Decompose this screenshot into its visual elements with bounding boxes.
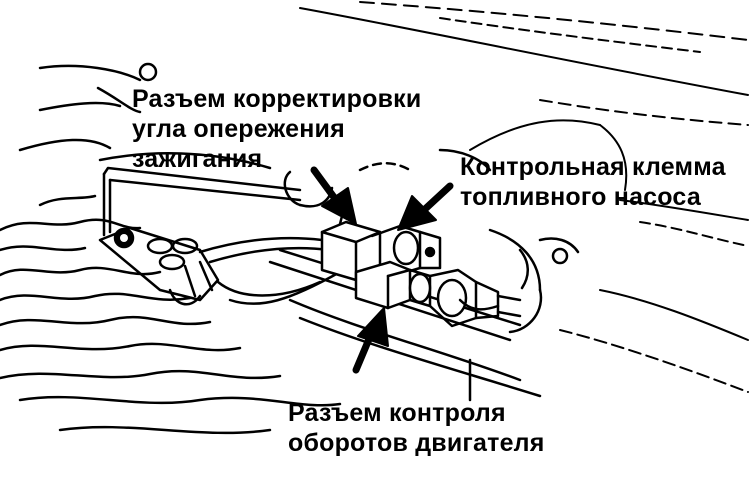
ignition-timing-connector-label: Разъем корректировки угла опережения заж… [132,84,421,174]
frame-tube [98,152,302,237]
fuel-pump-terminal-label: Контрольная клемма топливного насоса [460,152,726,212]
lower-connector [354,260,522,328]
right-bolts [518,237,580,290]
fuel-pump-label-line-2: топливного насоса [460,183,701,211]
engine-speed-label-line-1: Разъем контроля [288,399,506,427]
terminal-block [98,226,220,306]
engine-speed-label-line-2: оборотов двигателя [288,429,545,457]
arrow-fuel-pump-terminal [397,182,454,231]
arrow-ignition-connector [310,166,357,225]
ignition-label-line-1: Разъем корректировки [132,85,422,113]
ignition-label-line-2: угла опережения [132,115,345,143]
wiring-harness [0,194,342,435]
upper-connector [320,212,442,282]
connector-bracket [283,148,543,334]
fuel-pump-label-line-1: Контрольная клемма [460,153,726,181]
left-bracket [18,62,158,152]
arrow-engine-speed-connector [352,307,389,374]
hood-outline [299,1,749,393]
engine-speed-connector-label: Разъем контроля оборотов двигателя [288,398,545,458]
ignition-label-line-3: зажигания [132,145,263,173]
connector-wires [198,236,342,306]
